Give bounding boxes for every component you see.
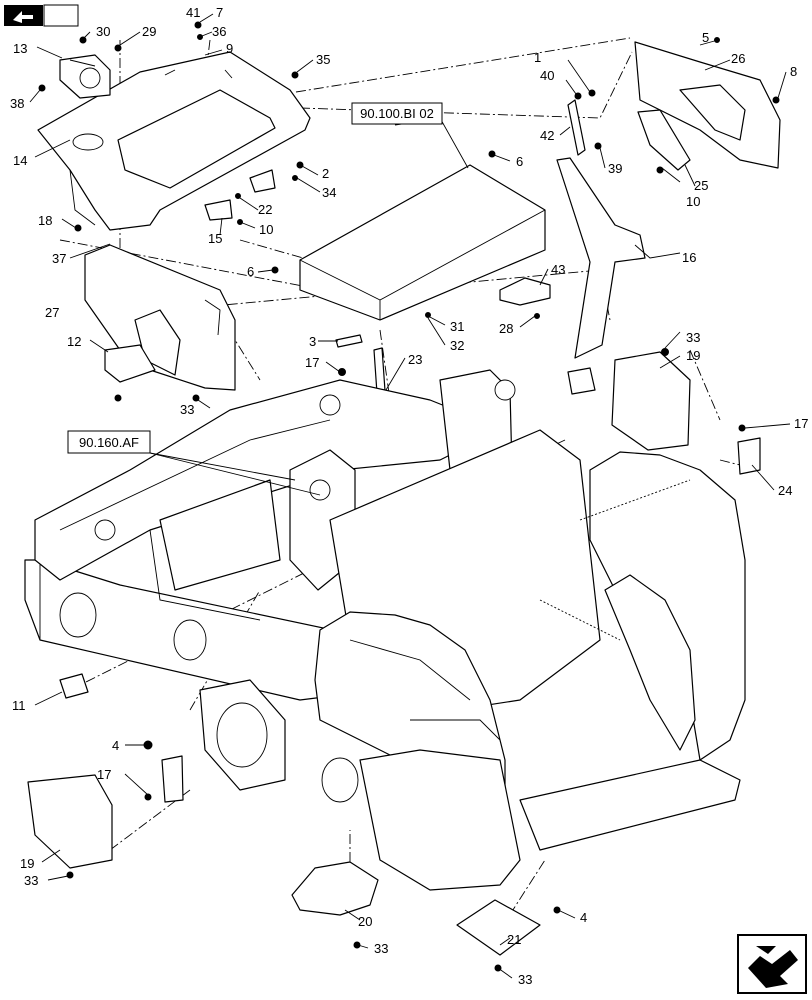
callout-label: 10 xyxy=(686,194,700,209)
callout-label: 7 xyxy=(216,5,223,20)
bracket-17-left xyxy=(161,755,184,803)
callout-label: 13 xyxy=(13,41,27,56)
callout-label: 30 xyxy=(96,24,110,39)
callout-label: 28 xyxy=(499,321,513,336)
callout-label: 6 xyxy=(516,154,523,169)
support-16 xyxy=(556,157,646,359)
ref-box-90-160[interactable]: 90.160.AF xyxy=(67,430,151,454)
callout-label: 34 xyxy=(322,185,336,200)
bracket-43 xyxy=(499,277,551,306)
callout-label: 37 xyxy=(52,251,66,266)
callout-label: 24 xyxy=(778,483,792,498)
strut-42 xyxy=(567,99,586,156)
bracket-13 xyxy=(59,54,111,99)
callout-label: 22 xyxy=(258,202,272,217)
callout-label: 33 xyxy=(374,941,388,956)
callout-label: 2 xyxy=(322,166,329,181)
callout-label: 5 xyxy=(702,30,709,45)
callout-label: 4 xyxy=(112,738,119,753)
callout-label: 33 xyxy=(24,873,38,888)
callout-label: 10 xyxy=(259,222,273,237)
plate-24 xyxy=(737,437,761,475)
cover-plate-19-right xyxy=(611,351,691,451)
callout-label: 43 xyxy=(551,262,565,277)
navigation-arrow-icon[interactable] xyxy=(737,934,807,994)
ref-box-90-160-label: 90.160.AF xyxy=(79,435,139,450)
callout-label: 6 xyxy=(247,264,254,279)
block-11 xyxy=(59,673,89,699)
callout-label: 39 xyxy=(608,161,622,176)
bracket-12 xyxy=(104,344,156,383)
callout-label: 38 xyxy=(10,96,24,111)
center-cover-box xyxy=(299,164,546,321)
callout-label: 17 xyxy=(794,416,808,431)
ref-box-90-100-label: 90.100.BI 02 xyxy=(360,106,434,121)
cover-panel-14 xyxy=(37,51,311,231)
callout-label: 31 xyxy=(450,319,464,334)
callout-label: 3 xyxy=(309,334,316,349)
callout-label: 11 xyxy=(12,698,26,713)
small-cube xyxy=(567,367,596,395)
callout-label: 40 xyxy=(540,68,554,83)
plate-20 xyxy=(291,861,379,916)
callout-label: 29 xyxy=(142,24,156,39)
cover-plate-19-left xyxy=(27,774,113,869)
callout-label: 17 xyxy=(97,767,111,782)
callout-label: 21 xyxy=(507,932,521,947)
bracket-22 xyxy=(249,169,276,193)
callout-label: 9 xyxy=(226,41,233,56)
callout-label: 17 xyxy=(305,355,319,370)
callout-label: 33 xyxy=(180,402,194,417)
callout-label: 1 xyxy=(534,50,541,65)
callout-label: 19 xyxy=(686,348,700,363)
callout-label: 42 xyxy=(540,128,554,143)
callout-label: 8 xyxy=(790,64,797,79)
callout-label: 18 xyxy=(38,213,52,228)
bracket-15 xyxy=(204,199,233,221)
callout-label: 25 xyxy=(694,178,708,193)
callout-label: 12 xyxy=(67,334,81,349)
callout-label: 14 xyxy=(13,153,27,168)
callout-label: 15 xyxy=(208,231,222,246)
callout-label: 32 xyxy=(450,338,464,353)
callout-label: 23 xyxy=(408,352,422,367)
callout-label: 4 xyxy=(580,910,587,925)
callout-label: 35 xyxy=(316,52,330,67)
callout-label: 19 xyxy=(20,856,34,871)
callout-label: 27 xyxy=(45,305,59,320)
callout-label: 26 xyxy=(731,51,745,66)
plate-21 xyxy=(456,899,541,956)
callouts: 1 2 3 4 4 5 6 6 7 8 9 10 10 11 12 13 14 … xyxy=(10,5,808,987)
callout-label: 33 xyxy=(686,330,700,345)
leader-lines xyxy=(29,13,791,979)
ref-box-90-100[interactable]: 90.100.BI 02 xyxy=(351,102,443,125)
main-chassis-frame xyxy=(24,369,746,891)
bracket-25 xyxy=(637,109,691,171)
book-arrow-icon[interactable] xyxy=(4,4,79,27)
callout-label: 36 xyxy=(212,24,226,39)
callout-label: 41 xyxy=(186,5,200,20)
callout-label: 20 xyxy=(358,914,372,929)
callout-label: 16 xyxy=(682,250,696,265)
bracket-3 xyxy=(335,334,363,348)
callout-label: 33 xyxy=(518,972,532,987)
